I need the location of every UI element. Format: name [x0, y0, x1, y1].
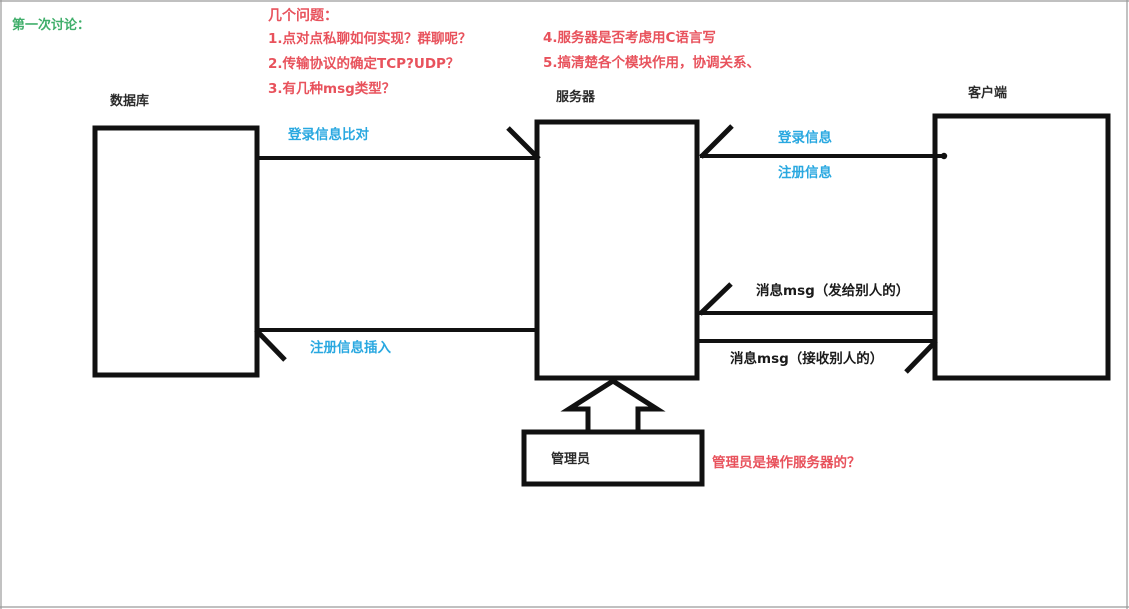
question-item-5: 5.搞清楚各个模块作用，协调关系、 — [543, 55, 761, 71]
edge-label-msg-receive: 消息msg（接收别人的） — [730, 351, 884, 367]
node-box-admin — [521, 429, 705, 487]
edge-endpoint-login-info — [940, 152, 948, 160]
edge-arrowhead-register-insert — [254, 328, 287, 362]
question-item-3: 3.有几种msg类型？ — [268, 81, 396, 97]
node-box-server — [534, 119, 700, 381]
edge-label-register-info: 注册信息 — [778, 165, 832, 181]
question-item-4: 4.服务器是否考虑用C语言写 — [543, 30, 716, 46]
edge-arrowhead-msg-send — [698, 282, 733, 316]
node-box-client — [932, 113, 1111, 381]
edge-label-login-info: 登录信息 — [778, 130, 832, 146]
node-box-database — [92, 125, 260, 378]
node-label-admin: 管理员 — [551, 452, 591, 467]
node-label-client: 客户端 — [968, 86, 1008, 101]
admin-note: 管理员是操作服务器的？ — [712, 455, 861, 471]
edge-arrowhead-login-compare — [506, 126, 541, 161]
edge-arrowhead-login-info — [699, 124, 734, 159]
edge-label-msg-send: 消息msg（发给别人的） — [756, 283, 910, 299]
node-label-database: 数据库 — [110, 94, 150, 109]
edge-label-register-insert: 注册信息插入 — [310, 340, 391, 356]
questions-header: 几个问题： — [268, 8, 338, 24]
edge-arrowhead-msg-receive — [904, 339, 938, 374]
edge-label-login-compare: 登录信息比对 — [288, 127, 369, 143]
edge-block-arrow-admin-operates — [560, 378, 666, 435]
question-item-1: 1.点对点私聊如何实现？群聊呢？ — [268, 31, 472, 47]
node-label-server: 服务器 — [556, 90, 596, 105]
discussion-title: 第一次讨论： — [12, 18, 91, 33]
question-item-2: 2.传输协议的确定TCP?UDP？ — [268, 56, 460, 72]
